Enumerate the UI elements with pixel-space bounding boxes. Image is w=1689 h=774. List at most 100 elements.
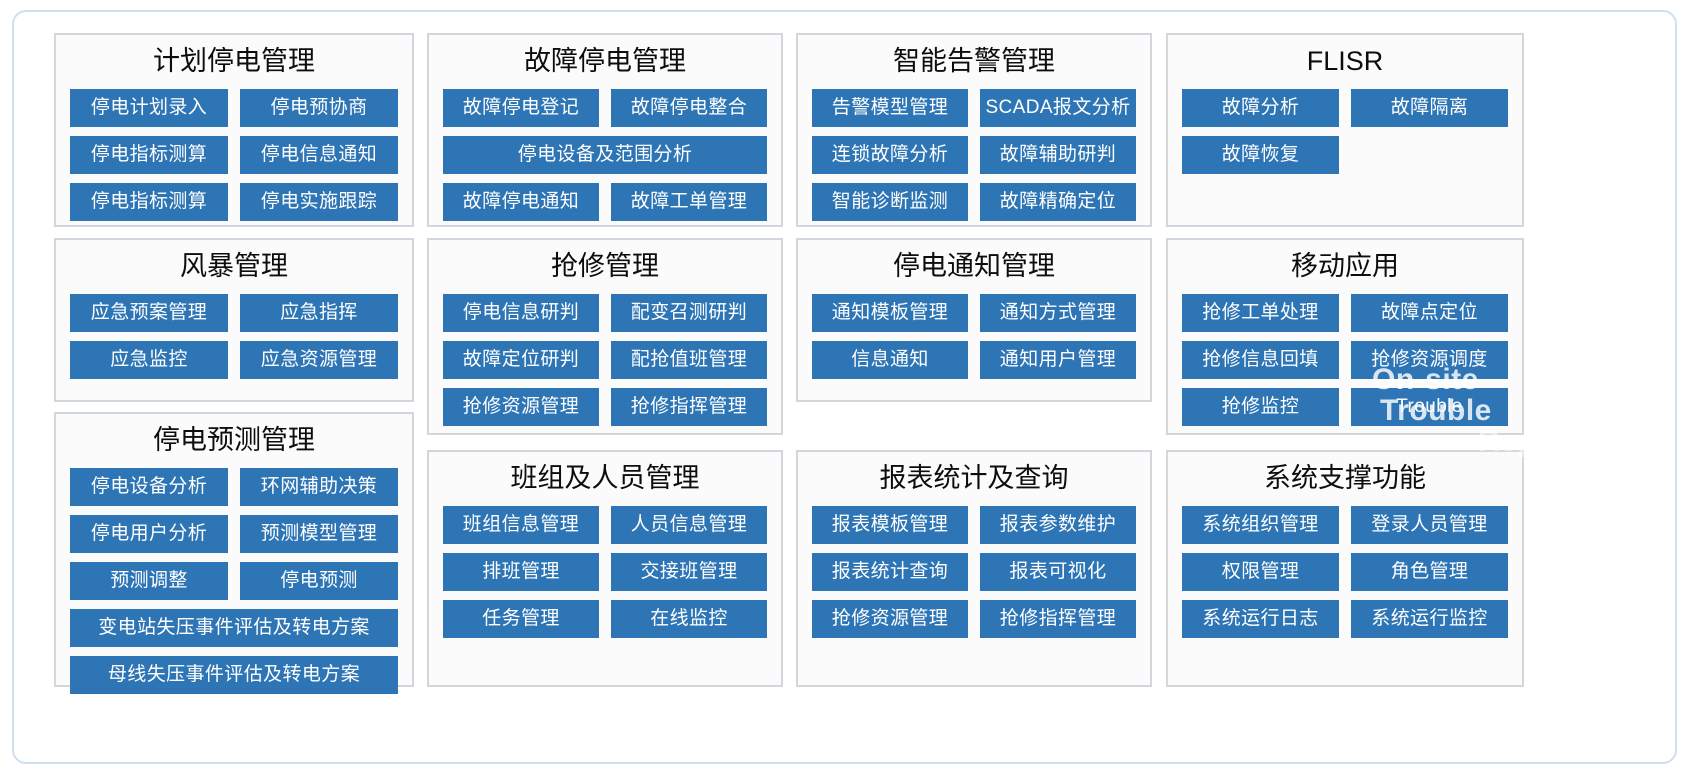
menu-button[interactable]: 报表模板管理 — [812, 505, 968, 544]
menu-button[interactable]: 抢修指挥管理 — [611, 387, 767, 426]
menu-button[interactable]: 智能诊断监测 — [812, 182, 968, 221]
panel-button-grid: 故障停电登记故障停电整合停电设备及范围分析故障停电通知故障工单管理 — [443, 88, 767, 221]
menu-button[interactable]: 停电指标测算 — [70, 135, 228, 174]
button-row: 故障停电登记故障停电整合 — [443, 88, 767, 127]
button-row: 报表统计查询报表可视化 — [812, 552, 1136, 591]
button-row: 预测调整停电预测 — [70, 561, 398, 600]
button-row: 停电指标测算停电实施跟踪 — [70, 182, 398, 221]
menu-button[interactable]: 故障辅助研判 — [980, 135, 1136, 174]
menu-button[interactable]: 故障工单管理 — [611, 182, 767, 221]
menu-button[interactable]: 信息通知 — [812, 340, 968, 379]
panel-fault-outage-management: 故障停电管理故障停电登记故障停电整合停电设备及范围分析故障停电通知故障工单管理 — [427, 33, 783, 227]
menu-button[interactable]: 应急监控 — [70, 340, 228, 379]
panel-button-grid: 故障分析故障隔离故障恢复 — [1182, 88, 1508, 174]
menu-button[interactable]: 抢修信息回填 — [1182, 340, 1339, 379]
menu-button[interactable]: 抢修资源管理 — [812, 599, 968, 638]
menu-button[interactable]: Trouble — [1351, 387, 1508, 426]
panel-report-statistics-and-query: 报表统计及查询报表模板管理报表参数维护报表统计查询报表可视化抢修资源管理抢修指挥… — [796, 450, 1152, 687]
menu-button[interactable]: 告警模型管理 — [812, 88, 968, 127]
menu-button[interactable]: 任务管理 — [443, 599, 599, 638]
menu-button[interactable]: 抢修资源管理 — [443, 387, 599, 426]
panel-title: 停电预测管理 — [153, 425, 315, 455]
menu-button[interactable]: 角色管理 — [1351, 552, 1508, 591]
button-row: 故障恢复 — [1182, 135, 1508, 174]
menu-button[interactable]: 配变召测研判 — [611, 293, 767, 332]
menu-button[interactable]: 登录人员管理 — [1351, 505, 1508, 544]
panel-button-grid: 停电计划录入停电预协商停电指标测算停电信息通知停电指标测算停电实施跟踪 — [70, 88, 398, 221]
menu-button[interactable]: 停电用户分析 — [70, 514, 228, 553]
menu-button[interactable]: 停电指标测算 — [70, 182, 228, 221]
menu-button[interactable]: 通知用户管理 — [980, 340, 1136, 379]
menu-button[interactable]: 报表统计查询 — [812, 552, 968, 591]
button-row: 抢修资源管理抢修指挥管理 — [812, 599, 1136, 638]
menu-button[interactable]: 停电计划录入 — [70, 88, 228, 127]
menu-button[interactable]: 故障定位研判 — [443, 340, 599, 379]
menu-button[interactable]: 故障停电通知 — [443, 182, 599, 221]
menu-button[interactable]: 抢修监控 — [1182, 387, 1339, 426]
menu-button[interactable]: 应急预案管理 — [70, 293, 228, 332]
menu-button[interactable]: 故障停电登记 — [443, 88, 599, 127]
menu-button[interactable]: 系统运行监控 — [1351, 599, 1508, 638]
panel-planned-outage-management: 计划停电管理停电计划录入停电预协商停电指标测算停电信息通知停电指标测算停电实施跟… — [54, 33, 414, 227]
button-row: 系统运行日志系统运行监控 — [1182, 599, 1508, 638]
menu-button[interactable]: 环网辅助决策 — [240, 467, 398, 506]
menu-button[interactable]: 抢修工单处理 — [1182, 293, 1339, 332]
button-row: 母线失压事件评估及转电方案 — [70, 655, 398, 694]
menu-button[interactable]: 应急指挥 — [240, 293, 398, 332]
menu-button[interactable]: SCADA报文分析 — [980, 88, 1136, 127]
menu-button[interactable]: 排班管理 — [443, 552, 599, 591]
panel-title: 智能告警管理 — [893, 46, 1055, 76]
menu-button[interactable]: 通知方式管理 — [980, 293, 1136, 332]
panel-button-grid: 应急预案管理应急指挥应急监控应急资源管理 — [70, 293, 398, 379]
menu-button[interactable]: 停电实施跟踪 — [240, 182, 398, 221]
panel-outage-notification-management: 停电通知管理通知模板管理通知方式管理信息通知通知用户管理 — [796, 238, 1152, 402]
panel-button-grid: 报表模板管理报表参数维护报表统计查询报表可视化抢修资源管理抢修指挥管理 — [812, 505, 1136, 638]
panel-title: 风暴管理 — [180, 251, 288, 281]
menu-button[interactable]: 故障精确定位 — [980, 182, 1136, 221]
menu-button[interactable]: 权限管理 — [1182, 552, 1339, 591]
menu-button[interactable]: 连锁故障分析 — [812, 135, 968, 174]
menu-button[interactable]: 停电信息通知 — [240, 135, 398, 174]
panel-title: 移动应用 — [1291, 251, 1399, 281]
menu-button[interactable]: 故障恢复 — [1182, 135, 1339, 174]
menu-button[interactable]: 报表可视化 — [980, 552, 1136, 591]
menu-button[interactable]: 故障分析 — [1182, 88, 1339, 127]
panel-button-grid: 停电信息研判配变召测研判故障定位研判配抢值班管理抢修资源管理抢修指挥管理 — [443, 293, 767, 426]
button-row: 停电计划录入停电预协商 — [70, 88, 398, 127]
button-row: 抢修工单处理故障点定位 — [1182, 293, 1508, 332]
button-row: 停电设备分析环网辅助决策 — [70, 467, 398, 506]
menu-button[interactable]: 预测模型管理 — [240, 514, 398, 553]
menu-button[interactable]: 母线失压事件评估及转电方案 — [70, 655, 398, 694]
menu-button[interactable]: 变电站失压事件评估及转电方案 — [70, 608, 398, 647]
menu-button[interactable]: 停电信息研判 — [443, 293, 599, 332]
menu-button[interactable]: 通知模板管理 — [812, 293, 968, 332]
panel-title: 计划停电管理 — [153, 46, 315, 76]
menu-button[interactable]: 抢修指挥管理 — [980, 599, 1136, 638]
menu-button[interactable]: 停电预测 — [240, 561, 398, 600]
menu-button[interactable]: 故障停电整合 — [611, 88, 767, 127]
menu-button[interactable]: 系统运行日志 — [1182, 599, 1339, 638]
menu-button[interactable]: 交接班管理 — [611, 552, 767, 591]
button-row: 抢修信息回填抢修资源调度 — [1182, 340, 1508, 379]
menu-button[interactable]: 人员信息管理 — [611, 505, 767, 544]
button-row: 应急预案管理应急指挥 — [70, 293, 398, 332]
menu-button[interactable]: 停电设备分析 — [70, 467, 228, 506]
menu-button[interactable]: 停电预协商 — [240, 88, 398, 127]
menu-button[interactable]: 故障隔离 — [1351, 88, 1508, 127]
panel-repair-management: 抢修管理停电信息研判配变召测研判故障定位研判配抢值班管理抢修资源管理抢修指挥管理 — [427, 238, 783, 435]
panel-title: 抢修管理 — [551, 251, 659, 281]
button-row: 故障停电通知故障工单管理 — [443, 182, 767, 221]
menu-button[interactable]: 抢修资源调度 — [1351, 340, 1508, 379]
menu-button[interactable]: 报表参数维护 — [980, 505, 1136, 544]
menu-button[interactable]: 班组信息管理 — [443, 505, 599, 544]
menu-button[interactable]: 预测调整 — [70, 561, 228, 600]
menu-button[interactable]: 配抢值班管理 — [611, 340, 767, 379]
menu-button[interactable]: 故障点定位 — [1351, 293, 1508, 332]
menu-button[interactable]: 系统组织管理 — [1182, 505, 1339, 544]
menu-button[interactable]: 停电设备及范围分析 — [443, 135, 767, 174]
menu-button[interactable]: 应急资源管理 — [240, 340, 398, 379]
menu-button[interactable]: 在线监控 — [611, 599, 767, 638]
panel-title: 停电通知管理 — [893, 251, 1055, 281]
